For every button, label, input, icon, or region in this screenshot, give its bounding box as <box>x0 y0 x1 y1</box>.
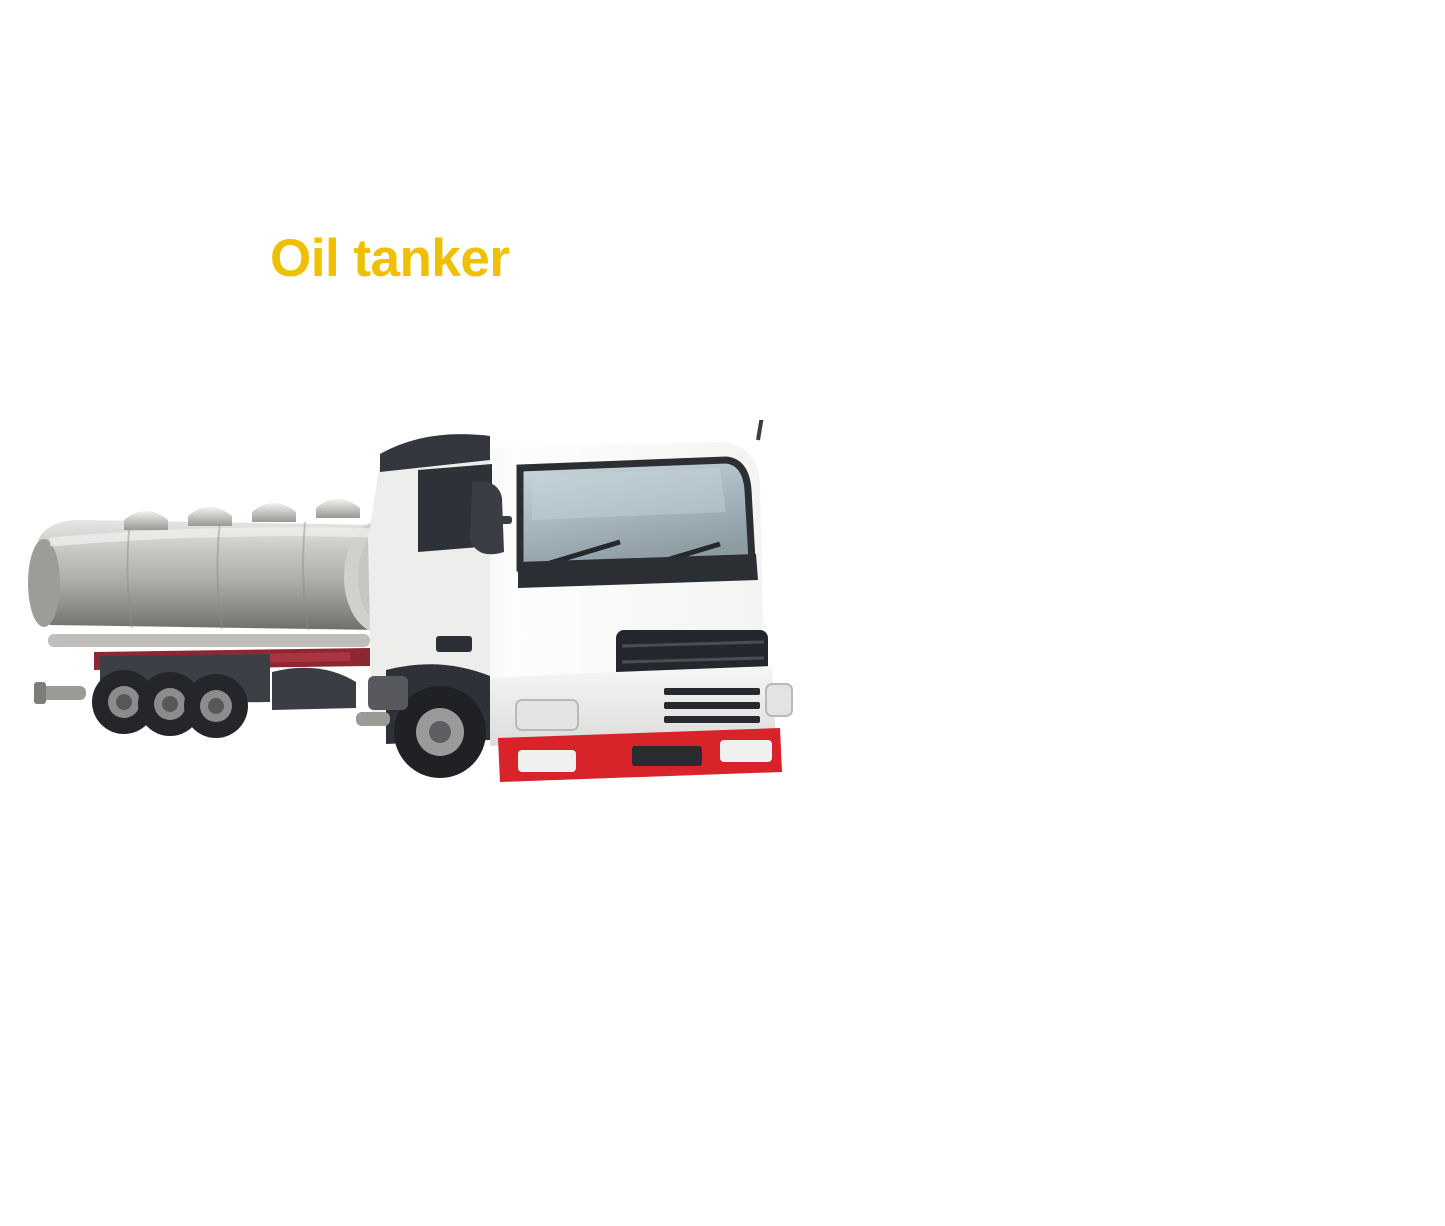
feature-label: Tube <box>1264 120 1323 149</box>
gear-icon <box>1212 661 1246 695</box>
connector-7 <box>990 736 1200 824</box>
connector-9 <box>990 858 1200 1092</box>
feature-label: Safety <box>1264 1073 1341 1102</box>
trailer-wheels <box>92 670 248 738</box>
feature-label: Solution <box>1264 663 1366 692</box>
feature-row[interactable]: Transport <box>1212 1172 1381 1218</box>
feature-label: Door <box>1264 533 1324 562</box>
feature-row[interactable]: Solution <box>1212 655 1366 701</box>
page-title: Oil tanker <box>270 229 510 288</box>
feature-label: Oil tank <box>1264 390 1358 419</box>
feature-label: Transport <box>1264 1180 1382 1209</box>
feature-row[interactable]: Tank <box>1212 4 1321 50</box>
connector-8 <box>990 796 1200 959</box>
tanker-trailer <box>28 499 416 738</box>
feature-row[interactable]: Road <box>1212 797 1327 843</box>
oil-tanker-truck-image <box>28 420 793 782</box>
connector-1 <box>990 23 1200 374</box>
feature-label: Power <box>1264 940 1341 969</box>
feature-row[interactable]: Tube <box>1212 112 1323 158</box>
fuel-pump-icon <box>1212 388 1246 422</box>
tractor-front-wheel <box>386 664 490 778</box>
feature-row[interactable]: Oil tank <box>1212 382 1357 428</box>
truck-cab <box>356 420 793 782</box>
feature-label: Tank <box>1264 12 1322 41</box>
feature-row[interactable]: Ignition <box>1212 249 1356 295</box>
feature-row[interactable]: Safety <box>1212 1065 1340 1111</box>
feature-row[interactable]: Power <box>1212 932 1340 978</box>
power-icon <box>1212 938 1246 972</box>
connector-3 <box>990 268 1200 492</box>
road-icon <box>1212 803 1246 837</box>
wrench-icon <box>1212 255 1246 289</box>
feature-label: Road <box>1264 805 1328 834</box>
truck-icon <box>1212 1178 1246 1212</box>
feature-row[interactable]: Door <box>1212 525 1323 571</box>
connector-10 <box>990 918 1200 1200</box>
truck-icon <box>1212 10 1246 44</box>
connector-4 <box>1090 401 1200 492</box>
tank-hatches <box>124 499 360 530</box>
door-icon <box>1212 531 1246 565</box>
shield-icon <box>1212 1071 1246 1105</box>
feature-label: Ignition <box>1264 257 1356 286</box>
truck-icon <box>1212 118 1246 152</box>
connector-2 <box>990 131 1200 432</box>
